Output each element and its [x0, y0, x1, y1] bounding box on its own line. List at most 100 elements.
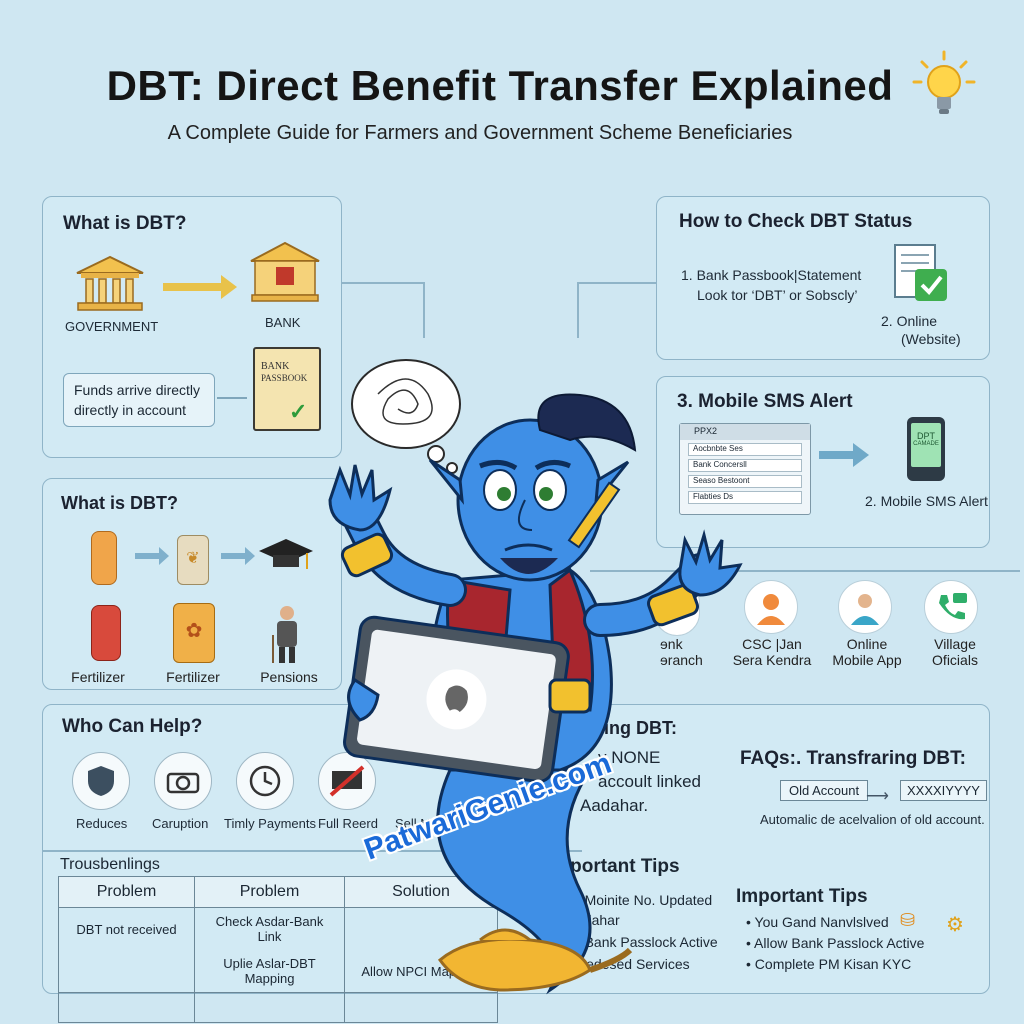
funds-note-line1: Funds arrive directly [74, 382, 201, 398]
funds-note: Funds arrive directly directly in accoun… [63, 373, 215, 427]
connector-line [423, 282, 425, 338]
tip-bullet: • Allow Bank Passlock Active [746, 935, 925, 951]
sms-alert-panel: 3. Mobile SMS Alert PPX2 Aocbnbte Ses Ba… [656, 376, 990, 548]
table-cell: DBT not received [58, 907, 195, 950]
tip-line: Keep Moinite No. Updated [548, 892, 713, 908]
sms-form-row: Aocbnbte Ses [688, 443, 802, 456]
table-cell [194, 992, 345, 1023]
check-status-panel: How to Check DBT Status 1. Bank Passbook… [656, 196, 990, 360]
shield-icon [72, 752, 130, 810]
thought-bubble-icon [348, 354, 468, 474]
help-channel-line2: Oficials [932, 652, 978, 668]
tip-bullet-text: Complete PM Kisan KYC [754, 956, 912, 972]
status-item2-line2: (Website) [901, 331, 961, 347]
table-header: Problem [194, 876, 345, 908]
table-cell: Check Asdar-Bank Link [194, 907, 345, 950]
who-can-help-title: Who Can Help? [62, 716, 203, 737]
coins-icon: ⛁ [900, 910, 916, 930]
flow-arrow [819, 451, 855, 459]
help-channel-line1: Online [846, 636, 888, 652]
table-row [58, 992, 498, 1023]
lightbulb-icon [912, 50, 976, 122]
phone-icon: DPT CAMADE [907, 417, 945, 481]
connector-line [577, 282, 579, 338]
check-status-title: How to Check DBT Status [679, 211, 913, 232]
benefit-label: Sell M [395, 816, 432, 831]
help-channel-line2: ɘranch [660, 652, 703, 668]
passbook-line2: PASSBOOK [261, 373, 308, 383]
arrow-right-icon: ⟶ [866, 788, 889, 805]
government-building-icon [75, 255, 145, 313]
status-item1-line2: Look tor ‘DBT’ or Sobscly’ [697, 287, 858, 303]
sms-form-row: Flabties Ds [688, 491, 802, 504]
genie-mascot [300, 390, 760, 1020]
table-header: Problem [58, 876, 195, 908]
help-channel-label: CSC |Jan Sera Kendra [730, 636, 814, 668]
connector-line [342, 282, 424, 284]
help-channel-line1: Village [934, 636, 976, 652]
funds-note-line2: directly in account [74, 402, 187, 418]
connector-line [578, 282, 656, 284]
scheme-label: Fertilizer [166, 669, 220, 685]
scheme-label: Fertilizer [71, 669, 125, 685]
page-title: DBT: Direct Benefit Transfer Explained [106, 62, 894, 109]
tip-bullet: • Complete PM Kisan KYC [746, 956, 912, 972]
help-channel-label: ɘnk ɘranch [660, 636, 720, 668]
benefit-label: Reduces [76, 816, 128, 831]
tips-right-title: Important Tips [736, 886, 868, 907]
page-subtitle: A Complete Guide for Farmers and Governm… [167, 122, 793, 144]
camera-icon [154, 752, 212, 810]
what-is-dbt-title: What is DBT? [63, 213, 187, 234]
old-account-box: Old Account [780, 780, 869, 801]
pensioner-icon [269, 605, 305, 663]
flow-arrow [135, 553, 161, 559]
linking-line1: y NONE [598, 748, 661, 767]
passbook-icon: BANK PASSBOOK ✓ [253, 347, 321, 431]
divider [590, 570, 1020, 572]
bank-label: BANK [265, 315, 301, 330]
help-channel-label: Village Oficials [920, 636, 990, 668]
flow-arrow [221, 553, 247, 559]
table-row: Uplie Aslar-DBT Mapping Allow NPCI Mappi… [58, 950, 498, 993]
tip-bullet-text: Allow Bank Passlock Active [754, 935, 925, 951]
sms-caption: 2. Mobile SMS Alert [865, 493, 988, 509]
table-cell [58, 992, 195, 1023]
faq-note: Automalic de acelvalion of old account. [760, 812, 985, 827]
phone-call-icon [924, 580, 978, 634]
help-channel-line2: Mobile App [832, 652, 902, 668]
arrow-head-icon [245, 547, 255, 565]
flow-arrow [163, 283, 223, 291]
graduation-cap-icon [257, 537, 315, 573]
schemes-panel: What is DBT? ❦ ✿ Fertilizer Fertilizer P… [42, 478, 342, 690]
passbook-line1: BANK [261, 361, 290, 372]
new-account-box: XXXXIYYYY [900, 780, 987, 801]
gas-cylinder-icon [91, 531, 117, 585]
government-label: GOVERNMENT [65, 319, 159, 334]
arrow-head-icon [221, 275, 237, 299]
benefit-label: Full Reerd [318, 816, 378, 831]
table-cell [58, 950, 195, 993]
table-row: DBT not received Check Asdar-Bank Link [58, 907, 498, 950]
tip-bullet: • You Gand Nanvlslved [746, 914, 889, 930]
connector-line [217, 397, 247, 399]
phone-text-line2: CAMADE [913, 441, 939, 447]
tips-mid-title: Important Tips [548, 856, 680, 877]
scheme-label: Pensions [260, 669, 318, 685]
what-is-dbt-panel: What is DBT? GOVERNMENT BANK Funds arriv… [42, 196, 342, 458]
benefit-label: Caruption [152, 816, 209, 831]
csc-person-icon [744, 580, 798, 634]
faq-title: FAQs:. Transfraring DBT: [740, 748, 966, 769]
sms-form-mockup: PPX2 Aocbnbte Ses Bank Concersll Seaso B… [679, 423, 811, 515]
linking-line2: accoult linked [598, 772, 702, 791]
phone-text-line1: DPT [917, 431, 935, 441]
arrow-head-icon [853, 443, 869, 467]
fertilizer-cylinder-icon [91, 605, 121, 661]
help-channel-label: Online Mobile App [832, 636, 902, 668]
tip-bullet-text: You Gand Nanvlslved [754, 914, 889, 930]
clock-icon [236, 752, 294, 810]
help-channel-line1: CSC |Jan [742, 636, 802, 652]
schemes-title: What is DBT? [61, 493, 178, 513]
help-channel-line1: ɘnk [660, 636, 683, 652]
mobile-app-user-icon [838, 580, 892, 634]
bank-building-icon [249, 241, 321, 303]
